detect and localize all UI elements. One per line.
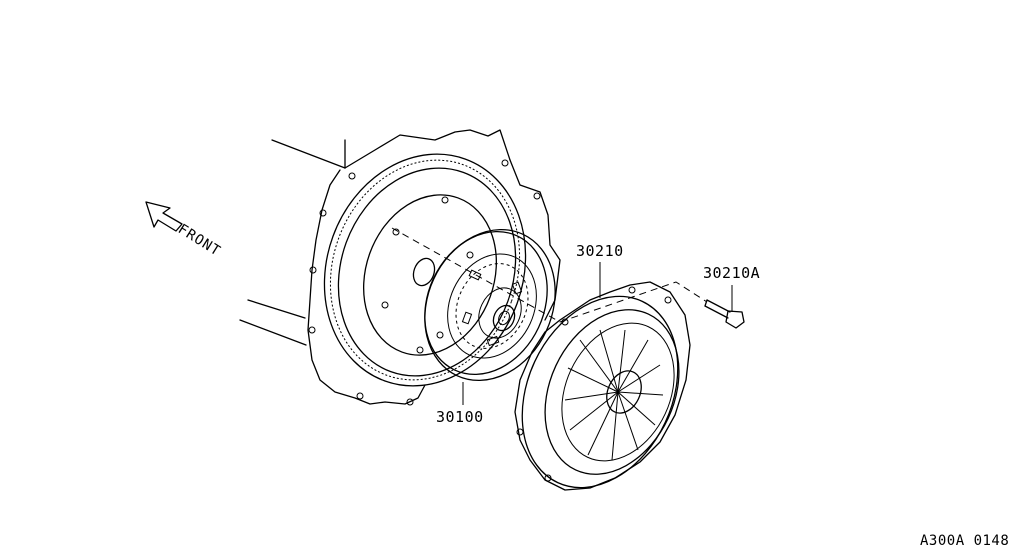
callout-30210: 30210 xyxy=(576,242,624,260)
cover-bolt xyxy=(704,299,745,329)
flywheel xyxy=(323,153,527,387)
diagram-code: A300A 0148 xyxy=(920,533,1010,549)
engine-housing xyxy=(239,129,561,406)
diaphragm-fingers xyxy=(564,329,664,461)
assembly-lines xyxy=(391,227,708,323)
callout-30210a: 30210A xyxy=(703,264,761,282)
front-arrow-icon xyxy=(145,201,183,232)
callout-30100: 30100 xyxy=(436,408,484,426)
clutch-cover xyxy=(514,281,691,491)
leader-lines xyxy=(462,262,733,405)
